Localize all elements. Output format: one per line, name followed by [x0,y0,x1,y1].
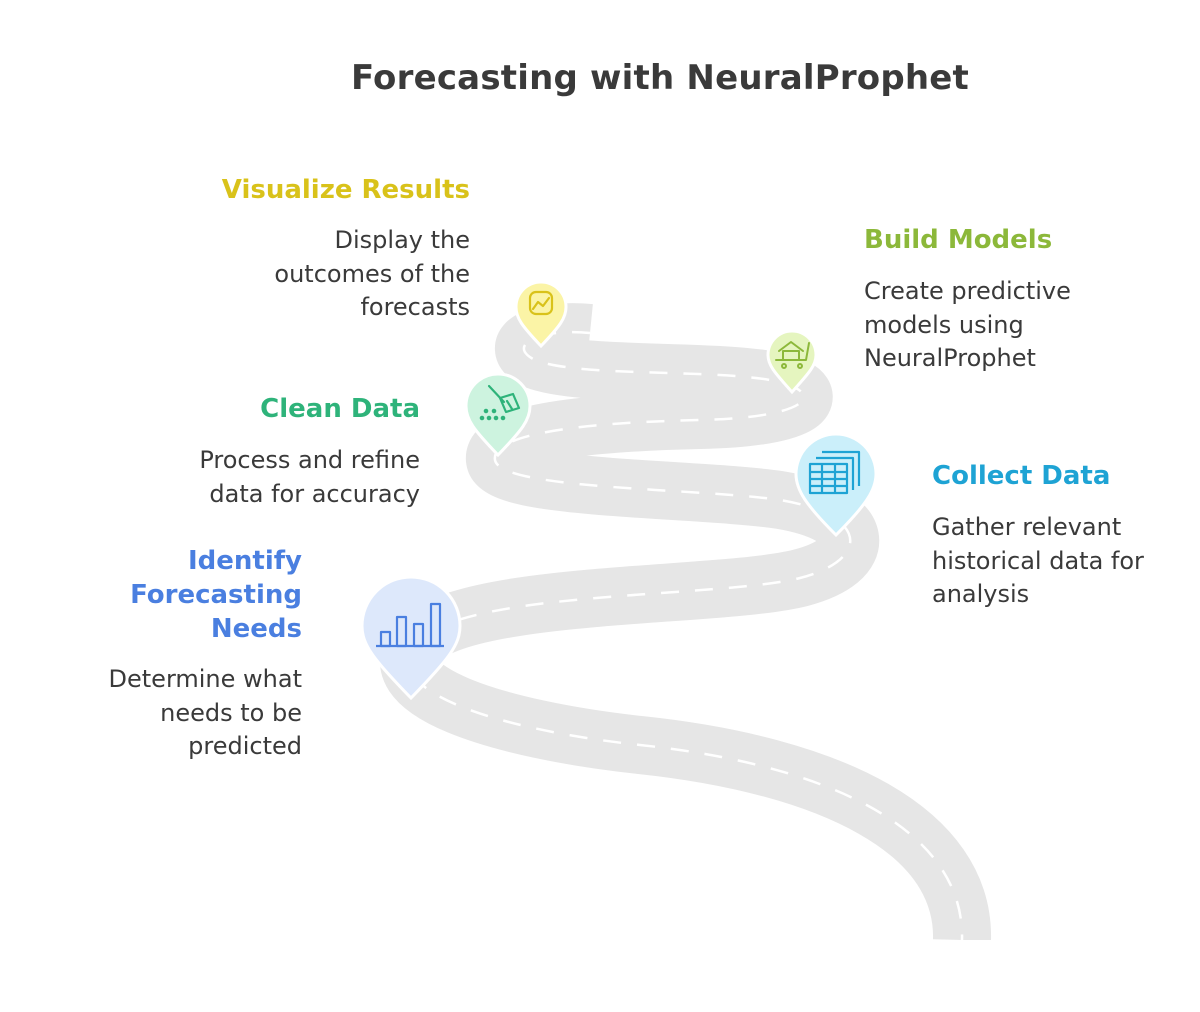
pin-build-models [766,329,818,395]
pin-visualize-results [514,280,568,349]
step-desc-collect-data: Gather relevant historical data for anal… [932,513,1144,608]
cart-home-icon [775,341,810,369]
step-title-collect-data: Collect Data [932,461,1111,491]
pin-clean-data [464,372,532,458]
diagram-title: Forecasting with NeuralProphet [351,58,969,98]
step-desc-visualize-results: Display the outcomes of the forecasts [274,226,470,321]
pin-collect-data [794,432,878,538]
broom-icon [479,384,521,421]
bar-chart-icon [376,602,444,648]
step-title-clean-data: Clean Data [260,394,420,424]
line-chart-icon [528,290,554,316]
table-stack-icon [808,450,861,495]
step-desc-clean-data: Process and refine data for accuracy [199,446,420,508]
step-title-build-models: Build Models [864,225,1053,255]
winding-road [380,303,1020,1012]
step-desc-build-models: Create predictive models using NeuralPro… [864,277,1071,372]
pin-identify-needs [360,575,462,701]
step-desc-identify-needs: Determine what needs to be predicted [108,665,302,760]
step-title-identify-needs: Identify Forecasting Needs [130,546,302,644]
step-title-visualize-results: Visualize Results [221,175,470,205]
